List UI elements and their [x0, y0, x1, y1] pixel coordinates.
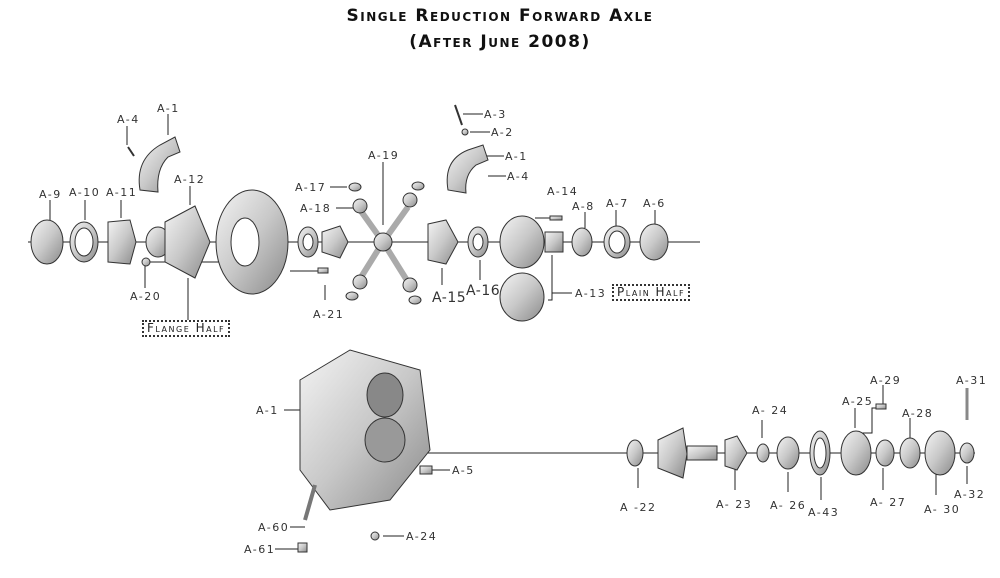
- spider-hub: [373, 232, 393, 252]
- label-a7: A-7: [606, 197, 629, 210]
- label-a14: A-14: [547, 185, 579, 198]
- diagram-title: Single Reduction Forward Axle: [346, 6, 654, 26]
- bearing-cone-a23: [724, 435, 748, 471]
- label-a21: A-21: [313, 308, 345, 321]
- bearing-cone-a8: [571, 227, 593, 257]
- spacer-a24: [756, 443, 770, 463]
- bearing-cap-right: [446, 144, 489, 194]
- label-a16: A-16: [466, 283, 501, 299]
- diagram-subtitle: (After June 2008): [409, 32, 591, 52]
- label-a9: A-9: [39, 188, 62, 201]
- cage-a25: [840, 430, 872, 476]
- label-a28: A-28: [902, 407, 934, 420]
- label-a22: A -22: [620, 501, 657, 514]
- label-a43: A-43: [808, 506, 840, 519]
- label-a2: A-2: [491, 126, 514, 139]
- plain-half-alt: [499, 272, 545, 322]
- bearing-cup-a27: [875, 439, 895, 467]
- flange-half-a12: [164, 205, 211, 279]
- label-a24: A- 24: [752, 404, 789, 417]
- adjuster-a6: [639, 223, 669, 261]
- label-a30: A- 30: [924, 503, 961, 516]
- label-a60: A-60: [258, 521, 290, 534]
- bolt-a21: [317, 267, 329, 274]
- side-gear-a15: [427, 219, 459, 265]
- label-a25: A-25: [842, 395, 874, 408]
- plug-a5: [419, 465, 433, 475]
- label-a32: A-32: [954, 488, 986, 501]
- nut-a20: [141, 257, 151, 267]
- carrier-housing-a1: [299, 349, 431, 511]
- label-a26: A- 26: [770, 499, 807, 512]
- bearing-cap-left: [138, 136, 181, 193]
- label-a61: A-61: [244, 543, 276, 556]
- nut-a32: [959, 442, 975, 464]
- label-a18: A-18: [300, 202, 332, 215]
- label-a17: A-17: [295, 181, 327, 194]
- label-a8: A-8: [572, 200, 595, 213]
- bolt-a3: [454, 104, 463, 126]
- flange-half-label: Flange Half: [142, 320, 231, 337]
- washer-a17: [348, 182, 362, 192]
- plain-half-label: Plain Half: [612, 284, 691, 301]
- label-a20: A-20: [130, 290, 162, 303]
- label-a23: A- 23: [716, 498, 753, 511]
- drive-pinion: [657, 427, 688, 479]
- label-a10: A-10: [69, 186, 101, 199]
- bolt-a29: [875, 403, 887, 410]
- label-a5: A-5: [452, 464, 475, 477]
- nut-a61: [297, 542, 308, 553]
- label-a3: A-3: [484, 108, 507, 121]
- label-a31: A-31: [956, 374, 988, 387]
- bearing-cup-a26: [776, 436, 800, 470]
- pinion-gear-a18: [352, 198, 368, 214]
- plain-half-a13: [499, 215, 545, 269]
- gear-a30: [924, 430, 956, 476]
- bolt-a14: [549, 215, 563, 221]
- label-a4-left: A-4: [117, 113, 140, 126]
- label-a6: A-6: [643, 197, 666, 210]
- spider-a19: [355, 205, 411, 284]
- bearing-a22: [626, 439, 644, 467]
- label-a1-right: A-1: [505, 150, 528, 163]
- bearing-cone-a28: [899, 437, 921, 469]
- label-a13: A-13: [575, 287, 607, 300]
- label-a4-right: A-4: [507, 170, 530, 183]
- washer-a24-lower: [370, 531, 380, 541]
- side-gear-left: [321, 225, 349, 259]
- label-a11: A-11: [106, 186, 138, 199]
- label-a19: A-19: [368, 149, 400, 162]
- washer-a2: [461, 128, 469, 136]
- label-a27: A- 27: [870, 496, 907, 509]
- label-housing-a1: A-1: [256, 404, 279, 417]
- stud-a60: [303, 484, 317, 521]
- adjuster-ring-a9: [30, 219, 64, 265]
- label-a12: A-12: [174, 173, 206, 186]
- bearing-cone-a11: [107, 219, 137, 265]
- label-a24-lower: A-24: [406, 530, 438, 543]
- label-a15: A-15: [432, 290, 467, 306]
- label-a1-left: A-1: [157, 102, 180, 115]
- label-a29: A-29: [870, 374, 902, 387]
